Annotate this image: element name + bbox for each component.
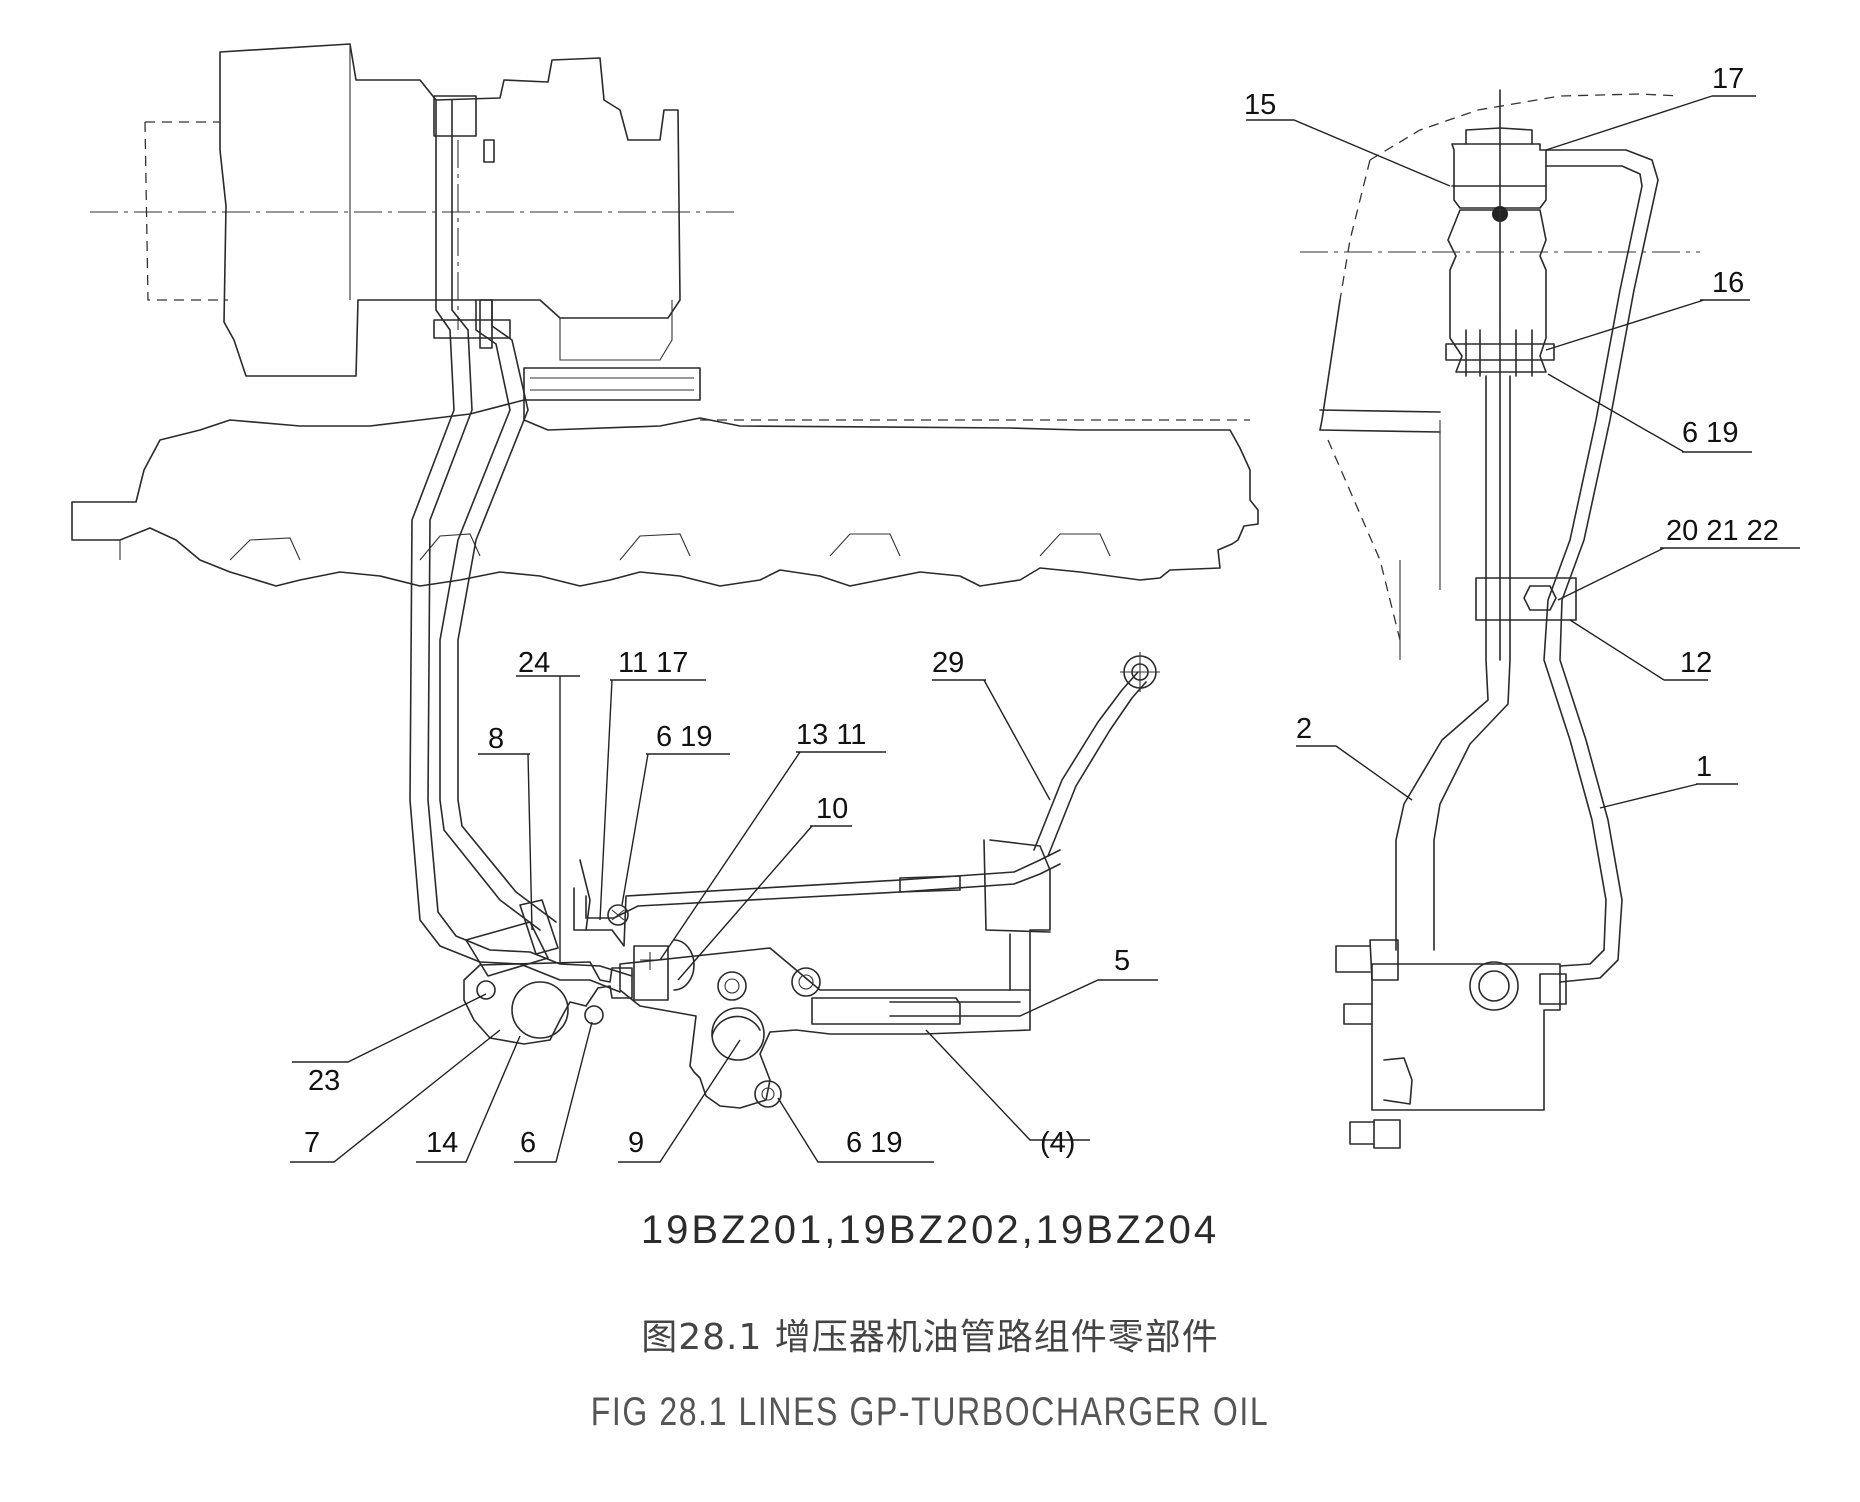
drain-and-vent-tubes <box>573 652 1160 991</box>
callout-1: 1 <box>1696 751 1712 783</box>
callout-10: 10 <box>816 793 848 825</box>
centerlines-left <box>90 140 740 330</box>
callout-15: 15 <box>1244 89 1276 121</box>
callout-5: 5 <box>1114 945 1130 977</box>
model-numbers: 19BZ201,19BZ202,19BZ204 <box>640 1208 1220 1252</box>
callout-11-17: 11 17 <box>618 647 688 679</box>
callout-13-11: 13 11 <box>796 719 866 751</box>
turbo-oil-inlet-fitting <box>1300 127 1700 380</box>
callout-6: 6 <box>520 1127 536 1159</box>
callout-9: 9 <box>628 1127 644 1159</box>
exhaust-manifold-outline <box>71 367 1259 587</box>
callout-23: 23 <box>308 1065 340 1097</box>
oil-pump-block-right <box>1335 939 1567 1149</box>
callout-14: 14 <box>426 1127 458 1159</box>
figure-title-chinese: 图28.1 增压器机油管路组件零部件 <box>641 1317 1219 1358</box>
turbocharger-oil-lines-drawing: 24 11 17 8 6 19 13 11 10 29 5 23 7 14 6 … <box>71 43 1800 1163</box>
callout-24: 24 <box>518 647 550 679</box>
callout-4: (4) <box>1040 1127 1075 1159</box>
callout-2: 2 <box>1296 713 1312 745</box>
callout-20-21-22: 20 21 22 <box>1666 515 1779 547</box>
callout-12: 12 <box>1680 647 1712 679</box>
callout-6-19-bottom: 6 19 <box>846 1127 902 1159</box>
oil-tubes-right <box>1395 149 1659 983</box>
callouts-right: 15 17 16 6 19 20 21 22 12 2 1 <box>1244 63 1800 809</box>
callout-6-19: 6 19 <box>656 721 712 753</box>
callouts-left: 24 11 17 8 6 19 13 11 10 29 5 23 7 14 6 … <box>290 647 1158 1163</box>
callout-29: 29 <box>932 647 964 679</box>
callout-8: 8 <box>488 723 504 755</box>
oil-cooler-housing <box>619 947 1031 1109</box>
turbocharger-outline <box>144 43 681 377</box>
callout-6-19-right: 6 19 <box>1682 417 1738 449</box>
callout-16: 16 <box>1712 267 1744 299</box>
callout-7: 7 <box>304 1127 320 1159</box>
oil-filter-head-bracket <box>463 859 695 1045</box>
oil-tubes-left <box>409 95 633 993</box>
callout-17-top: 17 <box>1712 63 1744 95</box>
figure-title-english: FIG 28.1 LINES GP-TURBOCHARGER OIL <box>590 1390 1270 1434</box>
